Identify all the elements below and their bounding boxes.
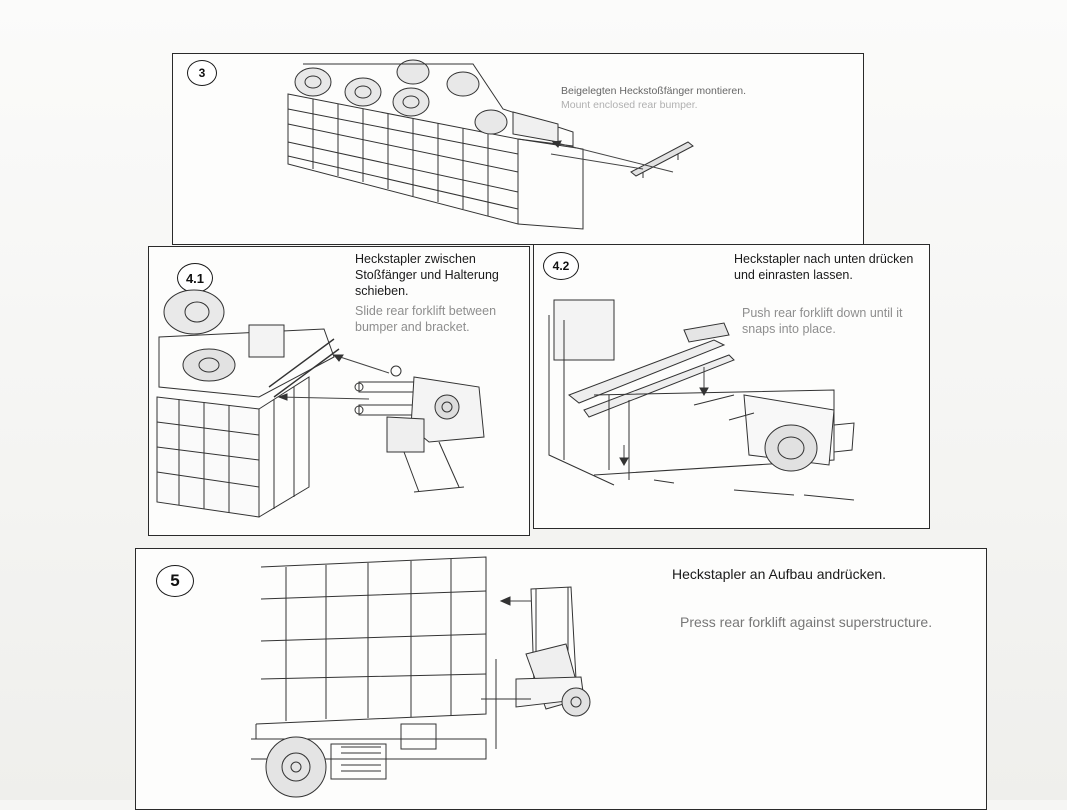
step-3-panel: 3	[172, 53, 864, 245]
step-number: 4.2	[543, 252, 579, 280]
step-4-1-german-text: Heckstapler zwischen Stoßfänger und Halt…	[355, 252, 499, 298]
step-number: 5	[156, 565, 194, 597]
step-4-2-panel: 4.2 Heckstapler nach unten drücken und e…	[533, 244, 930, 529]
step-number: 4.1	[177, 263, 213, 293]
slide-forklift-illustration	[156, 289, 485, 518]
step-5-panel: 5	[135, 548, 987, 810]
step-4-2-german-text: Heckstapler nach unten drücken und einra…	[734, 252, 914, 282]
rear-bumper-illustration	[287, 59, 694, 230]
step-5-english-text: Press rear forklift against superstructu…	[680, 614, 933, 630]
push-forklift-down-illustration	[548, 299, 855, 501]
step-3-german-text: Beigelegten Heckstoßfänger montieren.	[561, 85, 747, 97]
step-4-2-english-text: Push rear forklift down until it snaps i…	[742, 306, 903, 336]
press-forklift-illustration	[251, 556, 591, 798]
step-4-1-english-text: Slide rear forklift between bumper and b…	[355, 304, 497, 334]
step-3-english-text: Mount enclosed rear bumper.	[561, 99, 698, 111]
step-4-1-panel: 4.1	[148, 246, 530, 536]
step-5-german-text: Heckstapler an Aufbau andrücken.	[672, 566, 887, 582]
step-number: 3	[187, 60, 217, 86]
